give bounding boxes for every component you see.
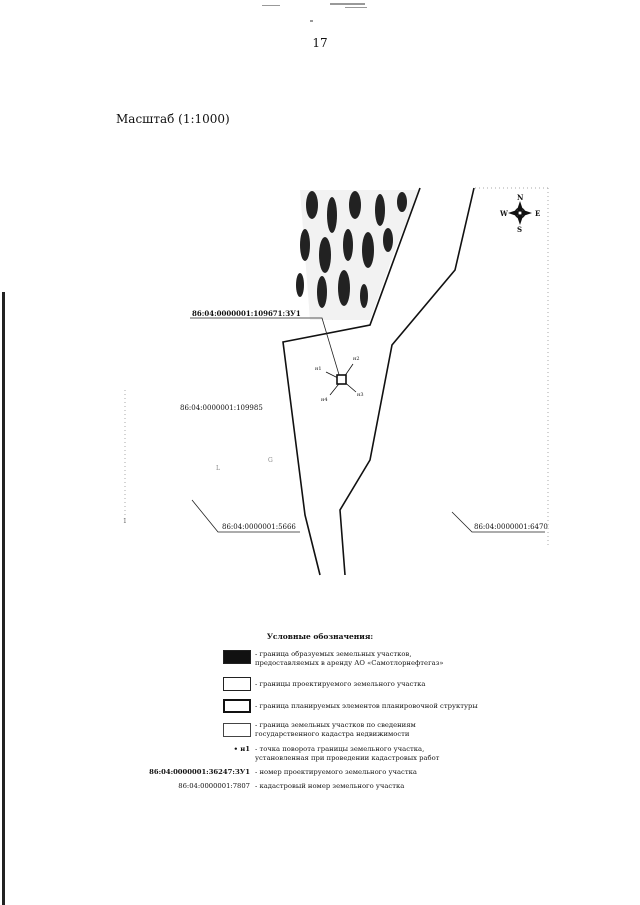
point-label-n2: н2	[353, 356, 360, 362]
page-number: 17	[312, 36, 328, 50]
parcel-label-5666: 86:04:0000001:5666	[222, 523, 296, 531]
forest-area	[296, 190, 420, 320]
parcel-leader-5666	[191, 499, 300, 533]
legend-item-cadastral-number: 86:04:0000001:7807 - кадастровый номер з…	[0, 782, 640, 794]
parcel-label-6470: 86:04:0000001:6470	[474, 523, 548, 531]
map-scale: Масштаб (1:1000)	[116, 112, 230, 126]
legend-item-projected-plot: - границы проектируемого земельного учас…	[0, 677, 640, 693]
plot-leader	[190, 317, 341, 379]
legend-title: Условные обозначения:	[266, 632, 374, 641]
scan-noise	[262, 3, 367, 22]
legend-symbol-plain	[223, 677, 251, 691]
parcel-label-109985: 86:04:0000001:109985	[180, 404, 263, 412]
land-plot	[325, 363, 357, 396]
corridor-left-boundary	[282, 187, 421, 576]
legend-code-projected: 86:04:0000001:36247:ЗУ1	[149, 768, 250, 776]
plot-label: 86:04:0000001:109671:ЗУ1	[192, 309, 301, 318]
parcel-leader-6470	[451, 511, 545, 533]
point-label-n1: н1	[315, 366, 322, 372]
svg-text:L: L	[216, 465, 220, 472]
compass-w: W	[500, 209, 508, 218]
compass-s: S	[517, 225, 523, 234]
legend-symbol-thin	[223, 723, 251, 737]
compass-rose-icon	[508, 201, 532, 225]
legend-item-projected-number: 86:04:0000001:36247:ЗУ1 - номер проектир…	[0, 768, 640, 780]
legend-code-cadastral: 86:04:0000001:7807	[178, 782, 250, 790]
legend-item-cadastre-plots: - граница земельных участков по сведения…	[0, 721, 640, 741]
compass-n: N	[517, 193, 524, 202]
map-frame	[124, 187, 549, 545]
corridor-right-boundary	[339, 187, 475, 576]
point-label-n3: н3	[357, 392, 364, 398]
legend-symbol-filled	[223, 650, 251, 664]
scan-edge	[2, 292, 5, 905]
legend-item-planning-structure: - граница планируемых элементов планиров…	[0, 699, 640, 715]
legend-item-formed-plots: - граница образуемых земельных участков,…	[0, 650, 640, 670]
legend-point-marker: • н1	[233, 745, 250, 753]
point-label-n4: н4	[321, 397, 328, 403]
legend-symbol-thick	[223, 699, 251, 713]
compass-e: E	[535, 209, 541, 218]
svg-text:G: G	[268, 457, 273, 464]
svg-text:1: 1	[123, 518, 127, 525]
legend-item-turn-point: • н1 - точка поворота границы земельного…	[0, 745, 640, 765]
